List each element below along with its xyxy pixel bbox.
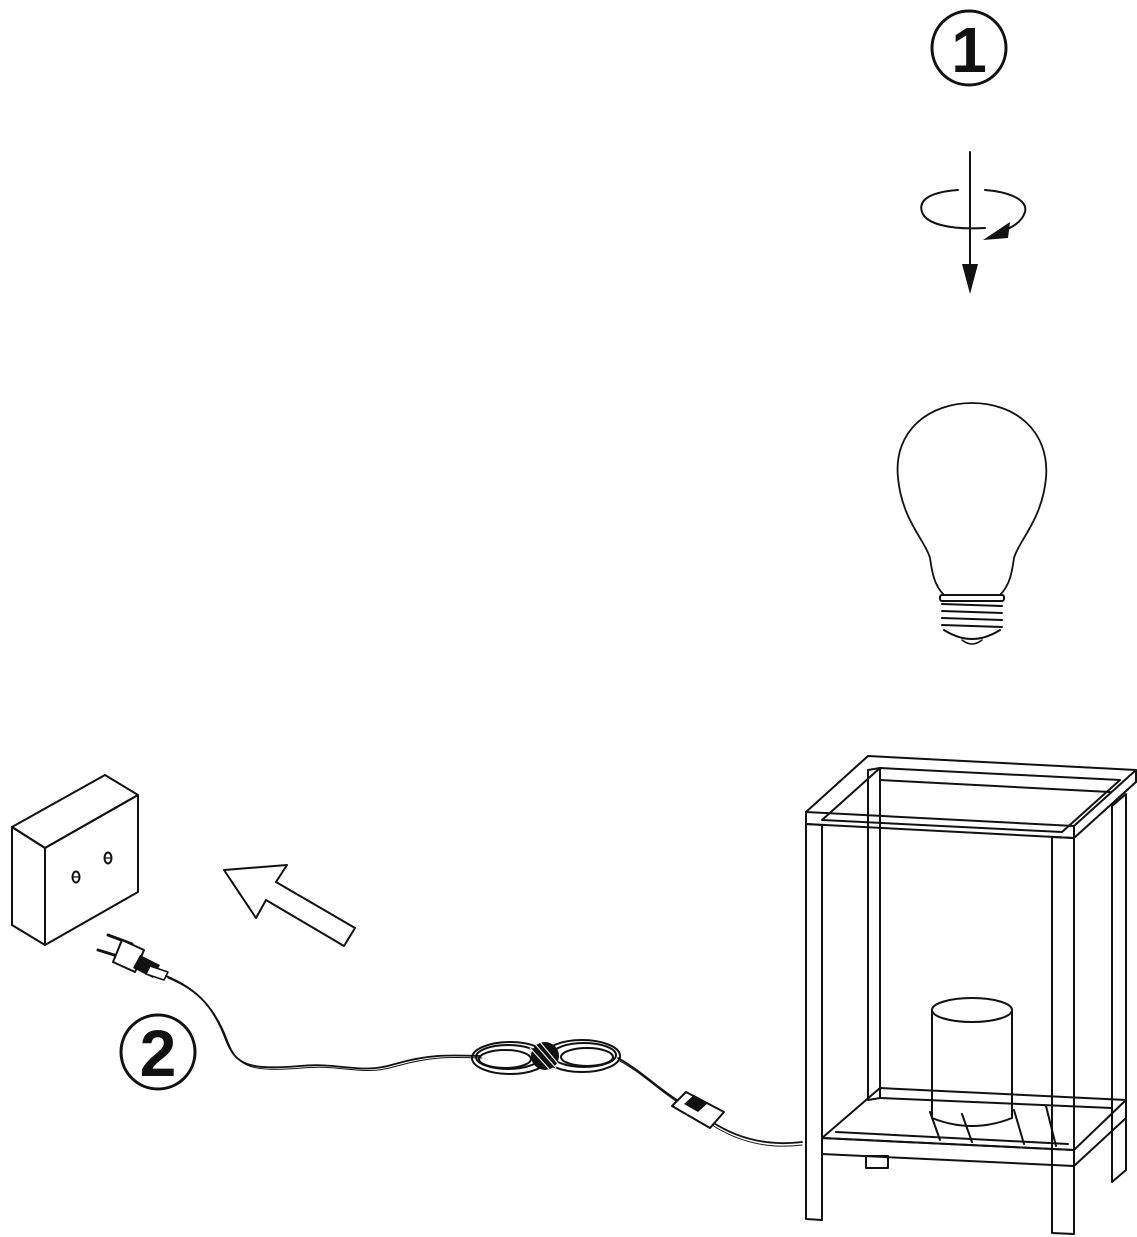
step-2-badge: 2 — [119, 1013, 197, 1091]
lamp-holder — [931, 997, 1013, 1127]
power-plug-icon — [96, 933, 169, 981]
lamp-frame — [805, 755, 1137, 1235]
direction-arrow-icon — [223, 864, 356, 947]
step-2-number: 2 — [140, 1016, 177, 1090]
wall-socket-icon — [11, 774, 139, 946]
rotation-arrow-icon — [920, 151, 1027, 294]
step-1-badge: 1 — [930, 9, 1008, 87]
step-1-number: 1 — [951, 14, 987, 86]
cable-coil — [471, 1039, 621, 1075]
cable-switch-icon — [671, 1091, 725, 1129]
light-bulb-icon — [896, 402, 1048, 645]
